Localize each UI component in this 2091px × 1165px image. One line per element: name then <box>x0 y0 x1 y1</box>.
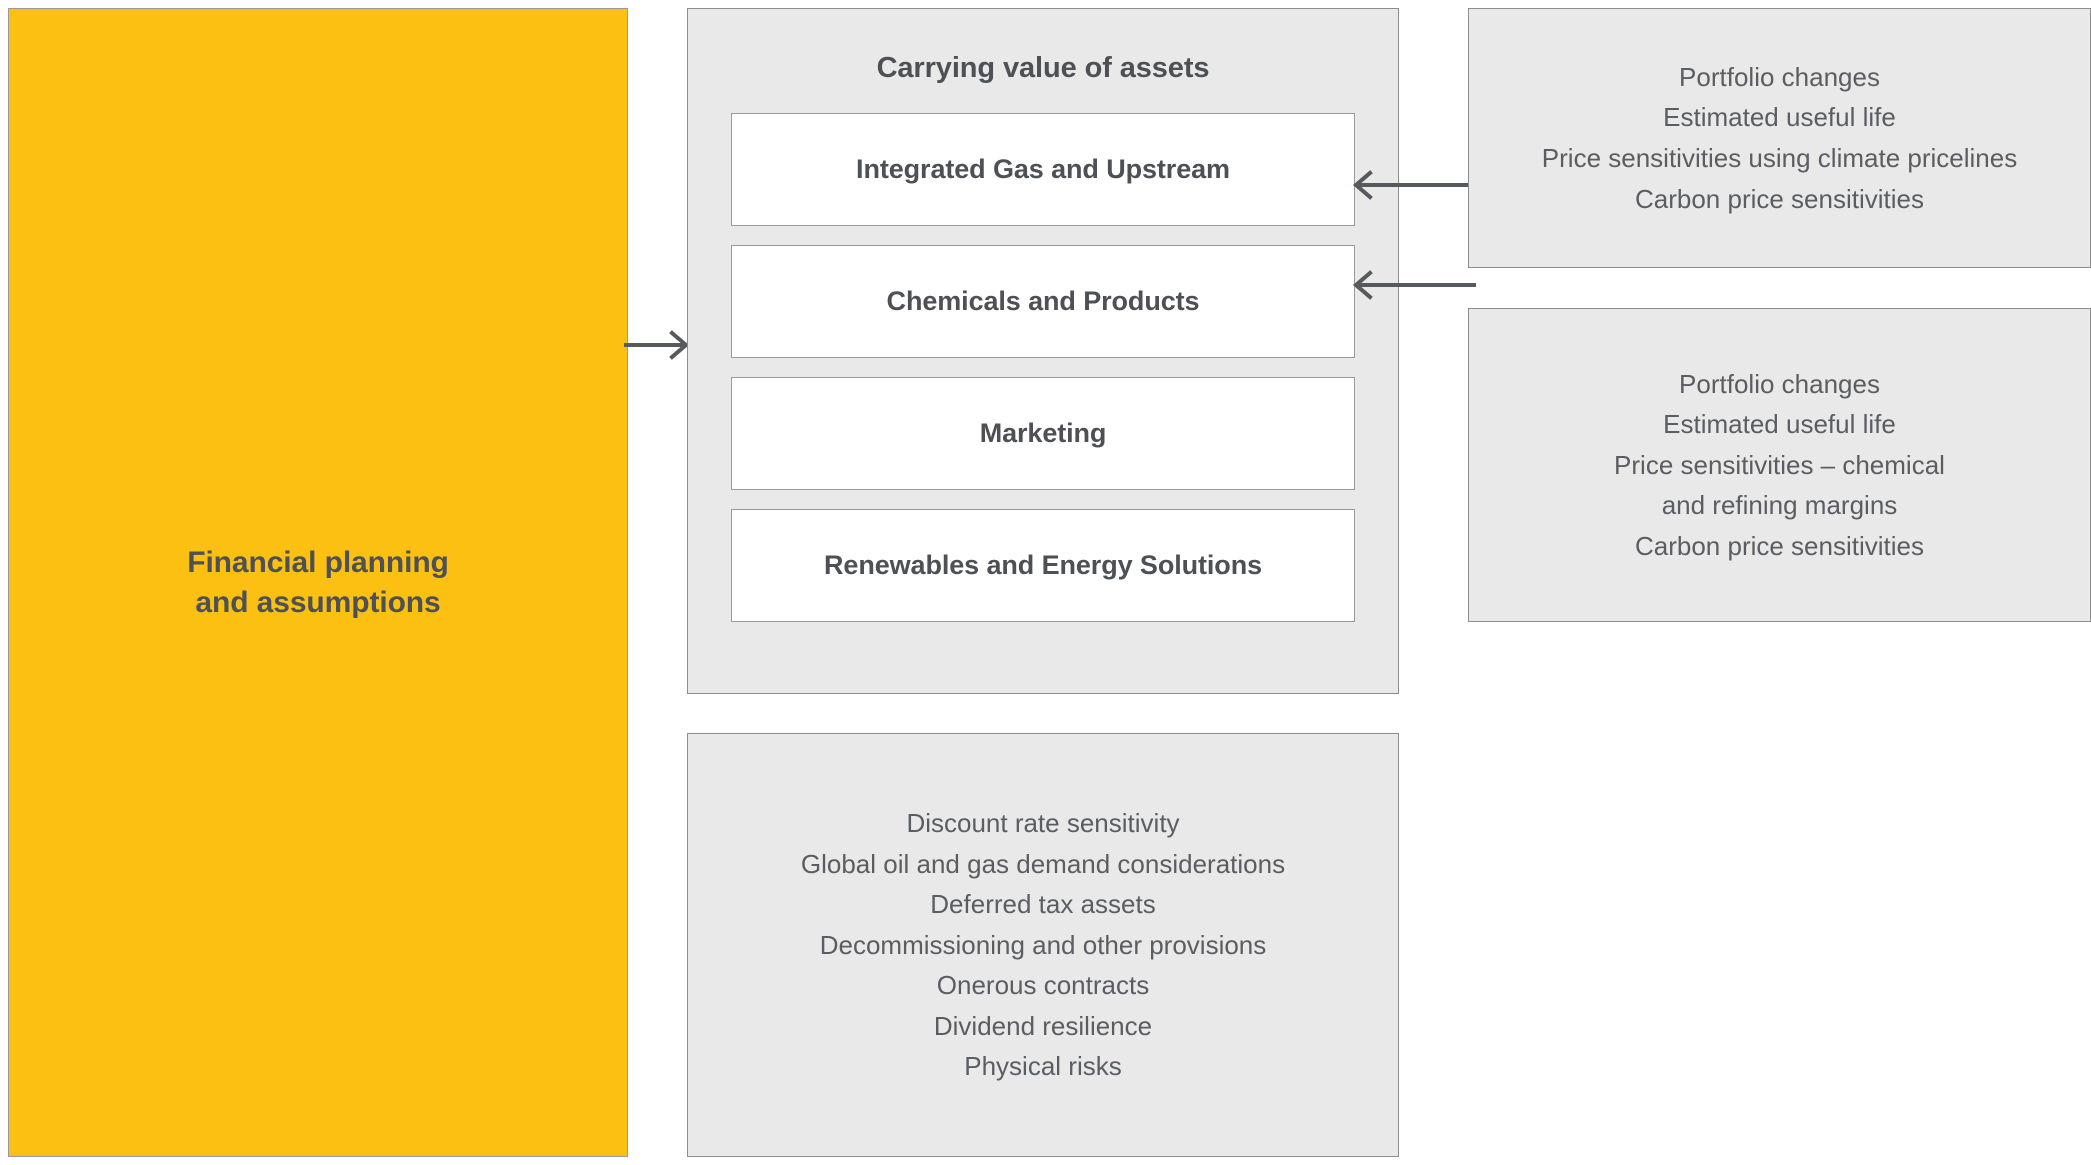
asset-label: Chemicals and Products <box>886 286 1200 316</box>
financial-planning-label-line-1: Financial planning <box>187 545 449 579</box>
asset-label: Renewables and Energy Solutions <box>824 550 1262 580</box>
asset-box-renewables-and-energy-solutions[interactable]: Renewables and Energy Solutions <box>731 509 1355 622</box>
assumption-item: Price sensitivities using climate pricel… <box>1541 143 2018 173</box>
asset-label: Marketing <box>979 418 1107 448</box>
arrow-lower-assumptions-to-chemicals-and-products <box>1352 270 1476 300</box>
asset-label: Integrated Gas and Upstream <box>856 154 1230 184</box>
considerations-panel: Discount rate sensitivity Global oil and… <box>687 733 1399 1157</box>
assumption-item: Carbon price sensitivities <box>1634 530 1924 561</box>
asset-box-integrated-gas-and-upstream[interactable]: Integrated Gas and Upstream <box>731 113 1355 226</box>
assumption-item: Portfolio changes <box>1679 368 1880 399</box>
asset-box-chemicals-and-products[interactable]: Chemicals and Products <box>731 245 1355 358</box>
financial-planning-label-line-2: and assumptions <box>195 585 441 619</box>
consideration-item: Global oil and gas demand considerations <box>800 848 1286 879</box>
consideration-item: Onerous contracts <box>936 970 1150 1001</box>
upper-assumptions-panel: Portfolio changes Estimated useful life … <box>1468 8 2091 268</box>
consideration-item: Deferred tax assets <box>930 889 1156 920</box>
arrow-upper-assumptions-to-integrated-gas-and-upstream <box>1352 170 1476 200</box>
consideration-item: Dividend resilience <box>933 1010 1153 1041</box>
asset-box-list: Integrated Gas and Upstream Chemicals an… <box>688 113 1398 622</box>
consideration-item: Physical risks <box>964 1051 1122 1082</box>
assumption-item: Estimated useful life <box>1663 409 1896 440</box>
consideration-item: Discount rate sensitivity <box>906 808 1180 839</box>
assumption-item: Price sensitivities – chemical <box>1614 449 1945 480</box>
financial-planning-panel: Financial planning and assumptions <box>8 8 628 1157</box>
asset-box-marketing[interactable]: Marketing <box>731 377 1355 490</box>
consideration-item: Decommissioning and other provisions <box>819 929 1267 960</box>
assumption-item: and refining margins <box>1661 490 1898 521</box>
carrying-value-panel: Carrying value of assets Integrated Gas … <box>687 8 1399 694</box>
carrying-value-title: Carrying value of assets <box>876 52 1210 84</box>
assumption-item: Carbon price sensitivities <box>1634 183 1924 214</box>
assumption-item: Portfolio changes <box>1679 61 1880 92</box>
financial-planning-label: Financial planning and assumptions <box>187 543 449 622</box>
arrow-financial-planning-to-carrying-value <box>624 330 690 360</box>
lower-assumptions-panel: Portfolio changes Estimated useful life … <box>1468 308 2091 622</box>
assumption-item: Estimated useful life <box>1663 102 1896 133</box>
